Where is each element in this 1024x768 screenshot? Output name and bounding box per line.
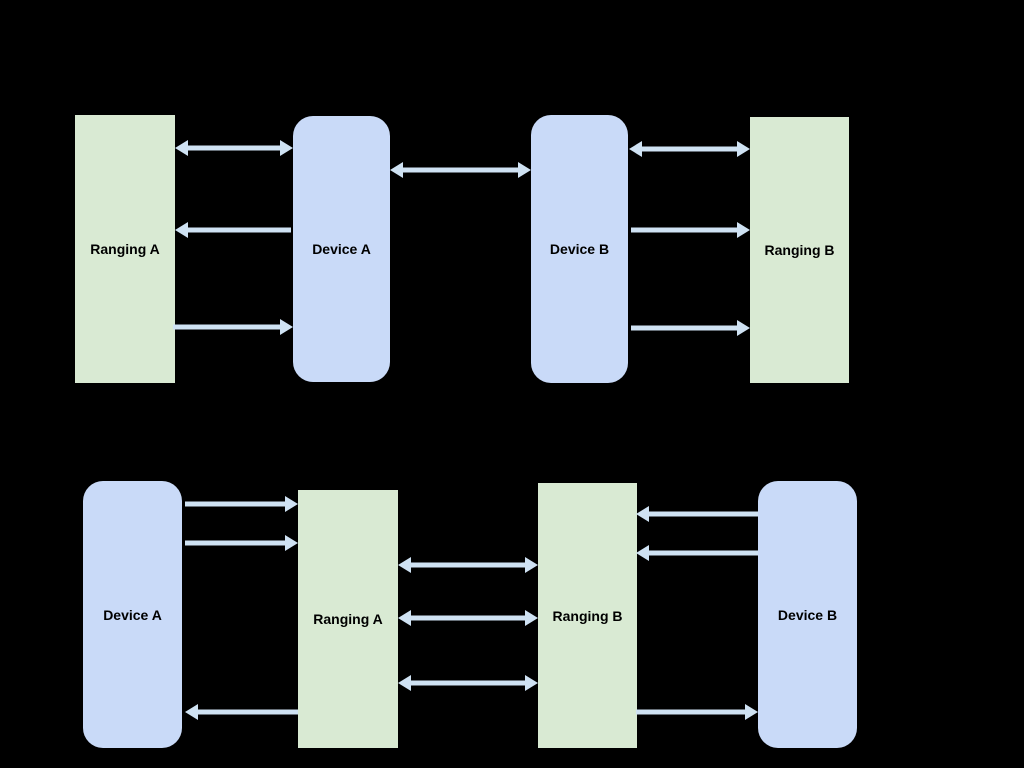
arrow-shaft [186, 227, 291, 233]
node-ranging-a-bottom: Ranging A [298, 490, 398, 748]
arrow-ranging-a-ranging-b-bidir-3 [398, 675, 538, 691]
arrow-shaft [631, 227, 739, 233]
arrowhead-left-icon [629, 141, 642, 157]
arrow-shaft [409, 562, 527, 568]
arrow-device-a-device-b-bidir [390, 162, 531, 178]
device-b-top-label: Device B [549, 241, 610, 257]
arrowhead-right-icon [525, 610, 538, 626]
arrow-shaft [185, 501, 287, 507]
arrowhead-right-icon [525, 675, 538, 691]
arrow-shaft [647, 550, 758, 556]
node-device-b-top: Device B [531, 115, 628, 383]
arrow-shaft [401, 167, 520, 173]
arrowhead-left-icon [636, 506, 649, 522]
arrow-shaft [185, 540, 287, 546]
arrowhead-right-icon [280, 319, 293, 335]
arrowhead-right-icon [285, 535, 298, 551]
arrowhead-right-icon [737, 320, 750, 336]
arrow-ranging-a-to-device-a [173, 319, 293, 335]
arrow-shaft [647, 511, 758, 517]
arrow-shaft [186, 145, 282, 151]
arrowhead-right-icon [285, 496, 298, 512]
arrowhead-left-icon [175, 140, 188, 156]
arrow-ranging-a-ranging-b-bidir-1 [398, 557, 538, 573]
ranging-a-bottom-label: Ranging A [313, 611, 383, 627]
arrowhead-left-icon [636, 545, 649, 561]
node-ranging-b-top: Ranging B [750, 117, 849, 383]
arrow-shaft [409, 680, 527, 686]
node-device-a-top: Device A [293, 116, 390, 382]
node-ranging-b-bottom: Ranging B [538, 483, 637, 748]
arrow-device-a-to-ranging-a-2 [185, 535, 298, 551]
arrowhead-right-icon [518, 162, 531, 178]
arrowhead-left-icon [185, 704, 198, 720]
arrow-shaft [631, 325, 739, 331]
arrow-device-b-ranging-b-bidir [629, 141, 750, 157]
arrowhead-right-icon [280, 140, 293, 156]
arrowhead-right-icon [737, 222, 750, 238]
arrow-shaft [640, 146, 739, 152]
arrow-device-a-to-ranging-a-1 [185, 496, 298, 512]
arrow-device-b-to-ranging-b-2 [636, 545, 758, 561]
arrowhead-left-icon [398, 610, 411, 626]
arrowhead-right-icon [525, 557, 538, 573]
arrow-shaft [636, 709, 747, 715]
ranging-a-top-label: Ranging A [90, 241, 160, 257]
arrowhead-left-icon [398, 557, 411, 573]
device-a-top-label: Device A [312, 241, 371, 257]
arrow-device-b-to-ranging-b-1 [636, 506, 758, 522]
device-b-bottom-label: Device B [777, 606, 838, 623]
arrowhead-right-icon [745, 704, 758, 720]
arrow-ranging-a-ranging-b-bidir-2 [398, 610, 538, 626]
arrow-device-a-to-ranging-a [175, 222, 291, 238]
arrowhead-right-icon [737, 141, 750, 157]
arrowhead-left-icon [398, 675, 411, 691]
device-a-bottom-label: Device A [103, 606, 162, 623]
arrow-ranging-a-device-a-bidir [175, 140, 293, 156]
arrow-ranging-b-to-device-b [636, 704, 758, 720]
arrow-shaft [409, 615, 527, 621]
arrowhead-left-icon [175, 222, 188, 238]
ranging-b-bottom-label: Ranging B [552, 607, 623, 624]
arrow-device-b-to-ranging-b-low [631, 320, 750, 336]
arrow-device-b-to-ranging-b-mid [631, 222, 750, 238]
ranging-b-top-label: Ranging B [764, 242, 835, 258]
node-device-b-bottom: Device B [758, 481, 857, 748]
arrowhead-left-icon [390, 162, 403, 178]
arrow-shaft [173, 324, 282, 330]
arrow-ranging-a-to-device-a [185, 704, 298, 720]
arrow-shaft [196, 709, 298, 715]
node-device-a-bottom: Device A [83, 481, 182, 748]
node-ranging-a-top: Ranging A [75, 115, 175, 383]
